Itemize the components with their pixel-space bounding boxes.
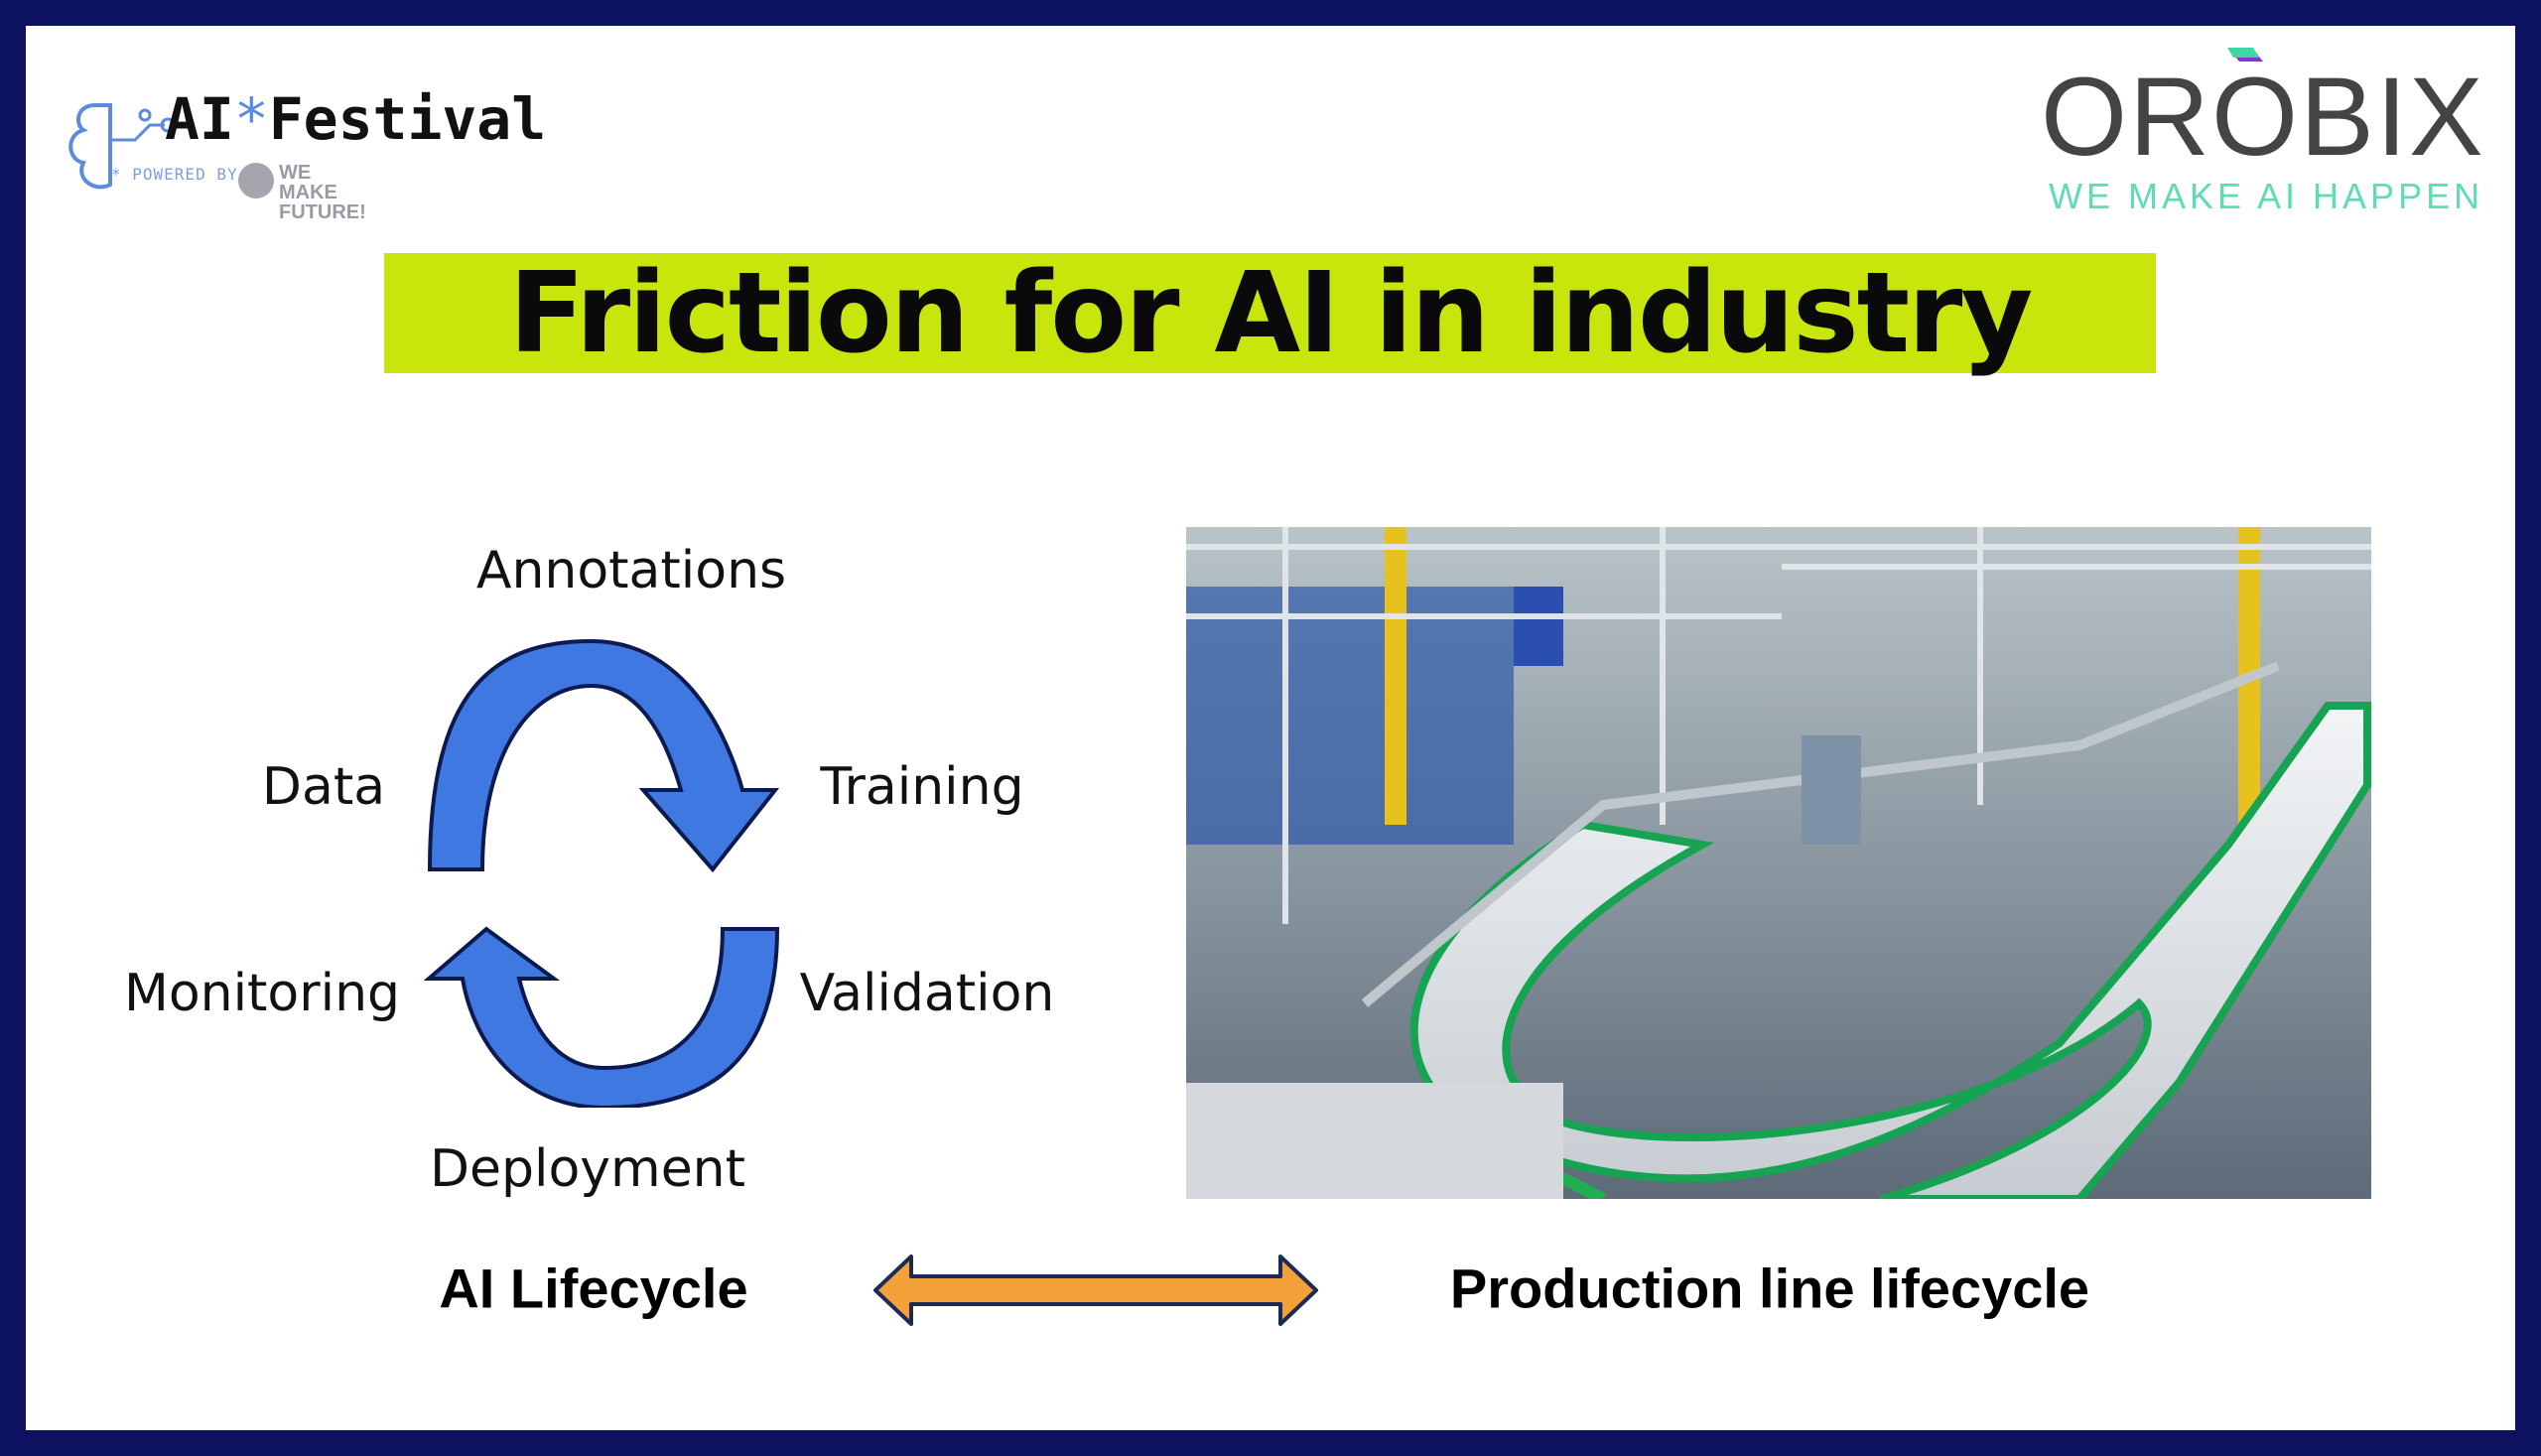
powered-by-text: * POWERED BY <box>111 165 238 184</box>
logo-star: * <box>233 85 269 153</box>
page-title: Friction for AI in industry <box>508 248 2034 378</box>
orobix-tagline: WE MAKE AI HAPPEN <box>2049 176 2484 216</box>
step-annotations: Annotations <box>475 541 787 600</box>
ai-lifecycle-label: AI Lifecycle <box>439 1257 748 1320</box>
factory-conveyor-photo <box>1186 527 2371 1199</box>
step-deployment: Deployment <box>429 1139 746 1199</box>
ai-festival-wordmark: AI*Festival <box>165 87 546 151</box>
bottom-curved-arrow-icon <box>423 926 780 1108</box>
logo-text-festival: Festival <box>268 85 547 153</box>
slide: AI*Festival * POWERED BY WE MAKE FUTURE!… <box>26 26 2515 1430</box>
we-make-future-text: WE MAKE FUTURE! <box>279 162 366 223</box>
step-training: Training <box>820 757 1024 817</box>
brain-circuit-icon <box>68 103 176 190</box>
production-line-lifecycle-label: Production line lifecycle <box>1449 1257 2090 1320</box>
title-banner: Friction for AI in industry <box>384 253 2156 373</box>
logo-text-ai: AI <box>165 85 234 153</box>
step-monitoring: Monitoring <box>123 964 401 1023</box>
orobix-wordmark: OROBIX <box>2041 55 2485 179</box>
we-make-future-icon <box>238 163 274 199</box>
step-validation: Validation <box>799 964 1055 1023</box>
orobix-accent-icon <box>2227 48 2263 62</box>
lifecycle-arrows <box>423 638 780 1108</box>
step-data: Data <box>261 757 386 817</box>
double-arrow-icon <box>873 1255 1318 1326</box>
top-curved-arrow-icon <box>427 638 780 873</box>
